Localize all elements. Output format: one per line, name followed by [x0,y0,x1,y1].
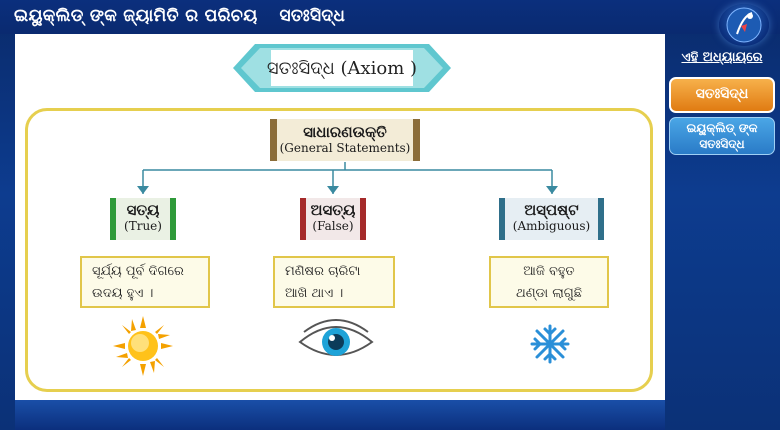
sidebar-item-axiom[interactable]: ସତଃସିଦ୍ଧ [669,77,775,113]
page-title-main: ଇୟୁକ୍ଲିଡ୍ ଙ୍କ ଜ୍ୟାମିତି ର ପରିଚୟ [14,6,258,26]
true-example-line2: ଉଦୟ ହୁଏ । [92,286,154,301]
ambiguous-example-line1: ଆଜି ବହୁତ [523,264,575,279]
snowflake-icon [530,324,570,364]
tree-connectors [137,162,558,194]
bottom-strip [15,400,665,430]
true-english: (True) [124,219,162,233]
false-english: (False) [312,219,354,233]
false-title: ଅସତ୍ୟ [310,201,356,219]
general-statements-title: ସାଧାରଣଉକ୍ତି [303,123,387,141]
statements-frame [25,108,653,392]
ambiguous-title: ଅସ୍ପଷ୍ଟ [524,201,579,219]
false-example: ମଣିଷର ଚାରିଟା ଆଖି ଥାଏ । [273,256,395,308]
false-example-line1: ମଣିଷର ଚାରିଟା [285,264,361,279]
lesson-canvas: ସତଃସିଦ୍ଧ (Axiom ) ସାଧାରଣଉକ୍ତି (General S… [15,34,665,400]
ambiguous-example: ଆଜି ବହୁତ ଥଣ୍ଡା ଲାଗୁଛି [489,256,609,308]
true-node: ସତ୍ୟ (True) [110,198,176,240]
sidebar-item-euclid-label-line1: ଇୟୁକ୍ଲିଡ୍ ଙ୍କ [686,121,758,135]
ambiguous-node: ଅସ୍ପଷ୍ଟ (Ambiguous) [499,198,604,240]
axiom-banner-label: ସତଃସିଦ୍ଧ (Axiom ) [266,57,418,79]
true-example-line1: ସୂର୍ଯ୍ୟ ପୂର୍ବ ଦିଗରେ [92,264,184,279]
ambiguous-example-line2: ଥଣ୍ଡା ଲାଗୁଛି [515,286,583,301]
axiom-banner: ସତଃସିଦ୍ଧ (Axiom ) [233,44,451,92]
title-bar: ଇୟୁକ୍ଲିଡ୍ ଙ୍କ ଜ୍ୟାମିତି ର ପରିଚୟ ସତଃସିଦ୍ଧ [0,0,780,34]
app-logo [719,4,769,46]
page-title-sub: ସତଃସିଦ୍ଧ [279,6,346,26]
false-example-line2: ଆଖି ଥାଏ । [285,286,344,301]
sidebar-item-axiom-label: ସତଃସିଦ୍ଧ [695,86,749,102]
general-statements-node: ସାଧାରଣଉକ୍ତି (General Statements) [270,119,420,161]
sidebar-item-euclid-axioms[interactable]: ଇୟୁକ୍ଲିଡ୍ ଙ୍କ ସତଃସିଦ୍ଧ [669,117,775,155]
true-title: ସତ୍ୟ [126,201,160,219]
page-title: ଇୟୁକ୍ଲିଡ୍ ଙ୍କ ଜ୍ୟାମିତି ର ପରିଚୟ ସତଃସିଦ୍ଧ [14,6,345,26]
ambiguous-english: (Ambiguous) [512,219,591,233]
false-node: ଅସତ୍ୟ (False) [300,198,366,240]
sun-icon [113,316,173,376]
eye-icon [298,319,374,356]
sidebar-item-euclid-label-line2: ସତଃସିଦ୍ଧ [699,137,745,151]
true-example: ସୂର୍ଯ୍ୟ ପୂର୍ବ ଦିଗରେ ଉଦୟ ହୁଏ । [80,256,210,308]
general-statements-english: (General Statements) [279,141,411,155]
chapter-heading: ଏହି ଅଧ୍ୟାୟରେ [681,50,763,65]
